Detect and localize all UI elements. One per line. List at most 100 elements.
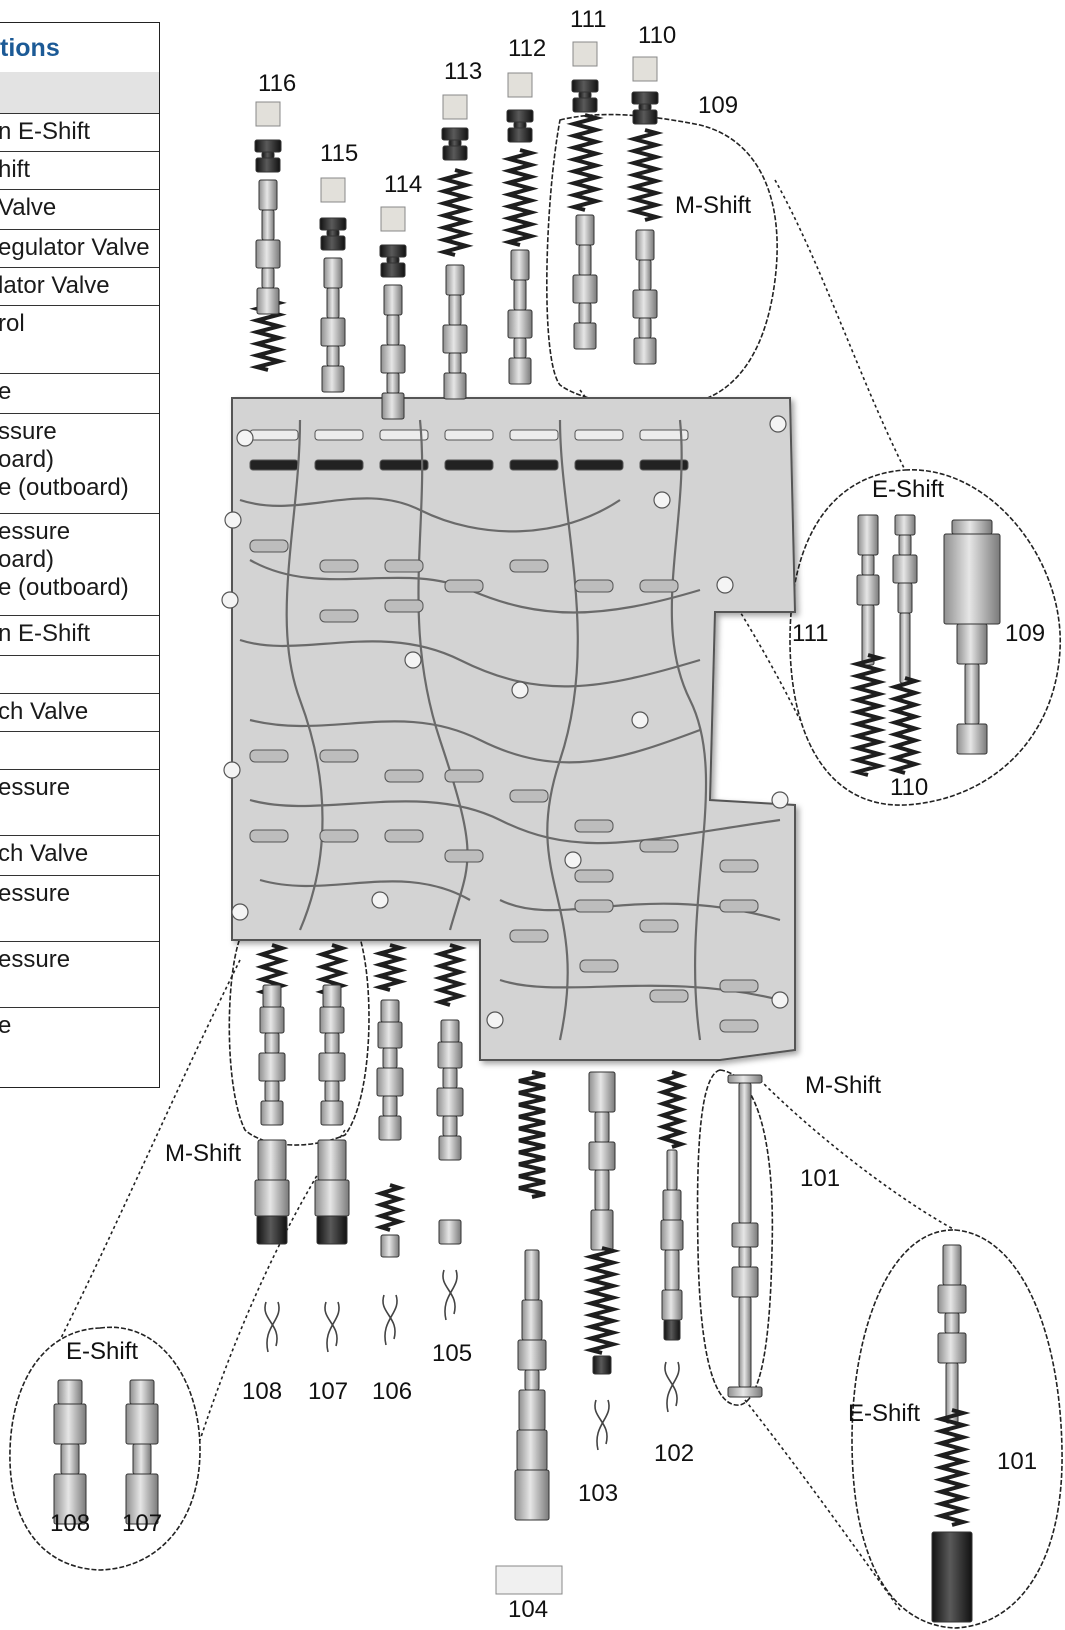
- spool-land: [578, 91, 592, 99]
- spring-coil: [933, 1408, 971, 1527]
- plate-channels: [221, 415, 789, 1041]
- valve-spool: [507, 249, 533, 385]
- spool-land: [320, 235, 346, 251]
- spring-icon: [433, 943, 467, 1007]
- spring-icon: [372, 943, 408, 992]
- spool-land: [727, 1074, 763, 1084]
- legend-row-text: ssure: [0, 418, 57, 445]
- plate-slot: [314, 459, 364, 471]
- plate-bore: [719, 979, 759, 993]
- plate-hole: [631, 711, 649, 729]
- valve-spool: [943, 519, 1001, 755]
- spring-coil: [566, 113, 604, 212]
- spool-land: [261, 209, 275, 241]
- tag-mshift-top: M-Shift: [675, 192, 752, 219]
- spool-land: [258, 179, 278, 211]
- spring-coil: [583, 1246, 621, 1355]
- spool-land: [438, 1135, 462, 1161]
- spool-land: [380, 262, 406, 278]
- spool-land: [524, 1369, 540, 1391]
- spool-land: [383, 284, 403, 316]
- end-plug: [320, 177, 346, 203]
- valve-spool: [892, 514, 918, 684]
- spool-land: [259, 1006, 285, 1034]
- legend-row-text: lator Valve: [0, 272, 110, 299]
- legend-row-text: e (outboard): [0, 474, 129, 501]
- plate-hole: [221, 591, 239, 609]
- plate-bore: [384, 559, 424, 573]
- spool-land: [316, 1215, 348, 1245]
- spool-land: [899, 612, 911, 684]
- callout-101: 101: [800, 1165, 841, 1192]
- spool-land: [317, 1139, 347, 1181]
- plate-bore: [509, 559, 549, 573]
- spring-coil: [518, 1070, 546, 1199]
- spool-land: [571, 79, 599, 93]
- spool-land: [324, 1032, 340, 1054]
- spool-land: [635, 229, 655, 261]
- legend-row-text: hift: [0, 156, 31, 183]
- plate-channel: [670, 419, 708, 1041]
- legend-row: essure: [0, 875, 159, 941]
- callout-114: 114: [384, 171, 423, 198]
- spool-land: [437, 1041, 463, 1069]
- spring-icon: [436, 168, 474, 257]
- plate-bore: [579, 959, 619, 973]
- spool-land: [738, 1246, 752, 1268]
- spool-land: [438, 1219, 462, 1245]
- spool-land: [738, 1296, 752, 1388]
- mshift-top-bubble: [546, 113, 778, 408]
- spool-land: [260, 1100, 284, 1126]
- spool-land: [319, 1006, 345, 1034]
- callout-110-detail: 110: [890, 774, 929, 801]
- mshift-bottom-right-bubble: [696, 1069, 774, 1406]
- spool-land: [662, 1189, 682, 1221]
- spool-land: [256, 287, 280, 315]
- spool-land: [638, 259, 652, 291]
- valve-spool: [318, 984, 346, 1126]
- plate-hole: [771, 991, 789, 1009]
- callout-108-detail: 108: [50, 1510, 91, 1537]
- spool-land: [956, 723, 988, 755]
- plate-channel: [239, 497, 621, 533]
- legend-row: [0, 731, 159, 769]
- legend-row-text: essure: [0, 946, 71, 973]
- spool-land: [513, 279, 527, 311]
- spool-land: [442, 324, 468, 354]
- plate-channel: [259, 878, 471, 901]
- retaining-clip: [442, 1269, 458, 1321]
- spool-land: [386, 314, 400, 346]
- spool-land: [951, 519, 993, 535]
- spool-land: [319, 217, 347, 231]
- spool-land: [632, 289, 658, 319]
- plate-bore: [509, 789, 549, 803]
- spring-icon: [501, 148, 539, 247]
- spool-land: [129, 1379, 155, 1405]
- legend-row-text: e (outboard): [0, 574, 129, 601]
- legend-title: tions: [0, 34, 60, 62]
- spool-land: [964, 663, 980, 725]
- legend-row-text: ch Valve: [0, 698, 89, 725]
- spring-coil: [656, 1070, 688, 1149]
- valve-spool: [727, 1074, 763, 1398]
- plate-hole: [404, 651, 422, 669]
- spool-land: [508, 357, 532, 385]
- spool-land: [382, 1095, 398, 1117]
- spool-land: [255, 239, 281, 269]
- callout-115: 115: [320, 140, 359, 167]
- legend-row: n E-Shift: [0, 615, 159, 655]
- legend-row: e: [0, 1007, 159, 1089]
- spool-land: [661, 1289, 683, 1321]
- plate-hole: [771, 791, 789, 809]
- valve-spool: [438, 1219, 462, 1245]
- callout-112: 112: [508, 35, 547, 62]
- legend-row-text: essure: [0, 774, 71, 801]
- spring-icon: [933, 1408, 971, 1527]
- spool-land: [861, 554, 875, 576]
- spool-land: [381, 392, 405, 420]
- spool-land: [524, 1249, 540, 1301]
- valve-spool: [632, 229, 658, 365]
- spool-land: [588, 1071, 616, 1113]
